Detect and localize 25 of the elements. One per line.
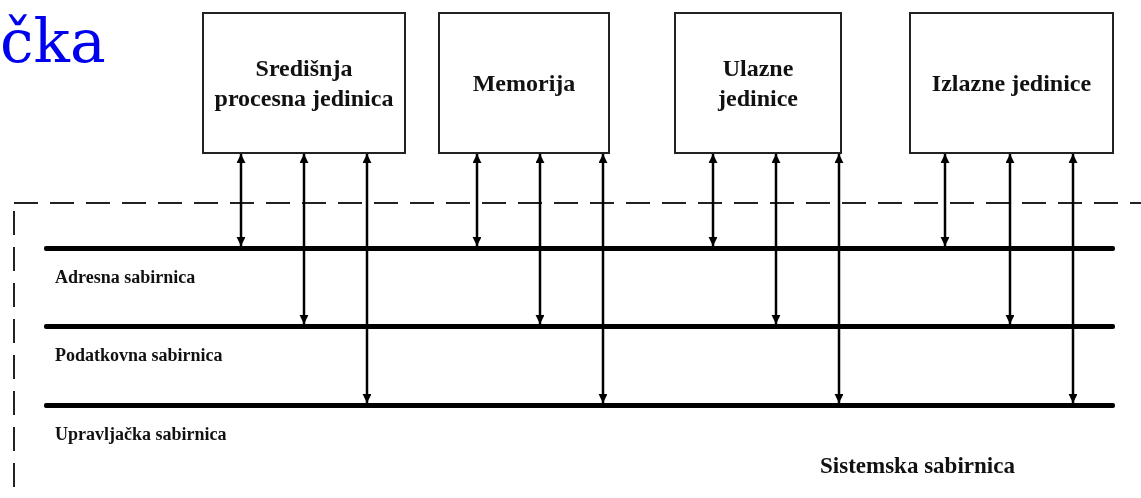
bidirectional-arrow <box>940 154 950 246</box>
bidirectional-arrow <box>1005 154 1015 324</box>
unit-box <box>202 12 406 154</box>
unit-box <box>674 12 842 154</box>
unit-box <box>438 12 610 154</box>
bidirectional-arrow <box>598 154 608 403</box>
bidirectional-arrow <box>236 154 246 246</box>
bidirectional-arrow <box>535 154 545 324</box>
unit-label: Središnja procesna jedinica <box>213 54 395 113</box>
bidirectional-arrow <box>472 154 482 246</box>
bus-label: Podatkovna sabirnica <box>55 345 223 366</box>
bidirectional-arrow <box>362 154 372 403</box>
region-label: Sistemska sabirnica <box>820 453 1015 479</box>
unit-label: Ulazne jedinice <box>716 54 799 113</box>
bidirectional-arrow <box>708 154 718 246</box>
title: čka <box>0 8 106 74</box>
unit-label: Izlazne jedinice <box>930 69 1093 98</box>
bidirectional-arrow <box>299 154 309 324</box>
bidirectional-arrow <box>1068 154 1078 403</box>
bus-label: Adresna sabirnica <box>55 267 196 288</box>
unit-label: Memorija <box>471 69 577 98</box>
bus-label: Upravljačka sabirnica <box>55 424 227 445</box>
unit-box <box>909 12 1114 154</box>
bidirectional-arrow <box>834 154 844 403</box>
bidirectional-arrow <box>771 154 781 324</box>
